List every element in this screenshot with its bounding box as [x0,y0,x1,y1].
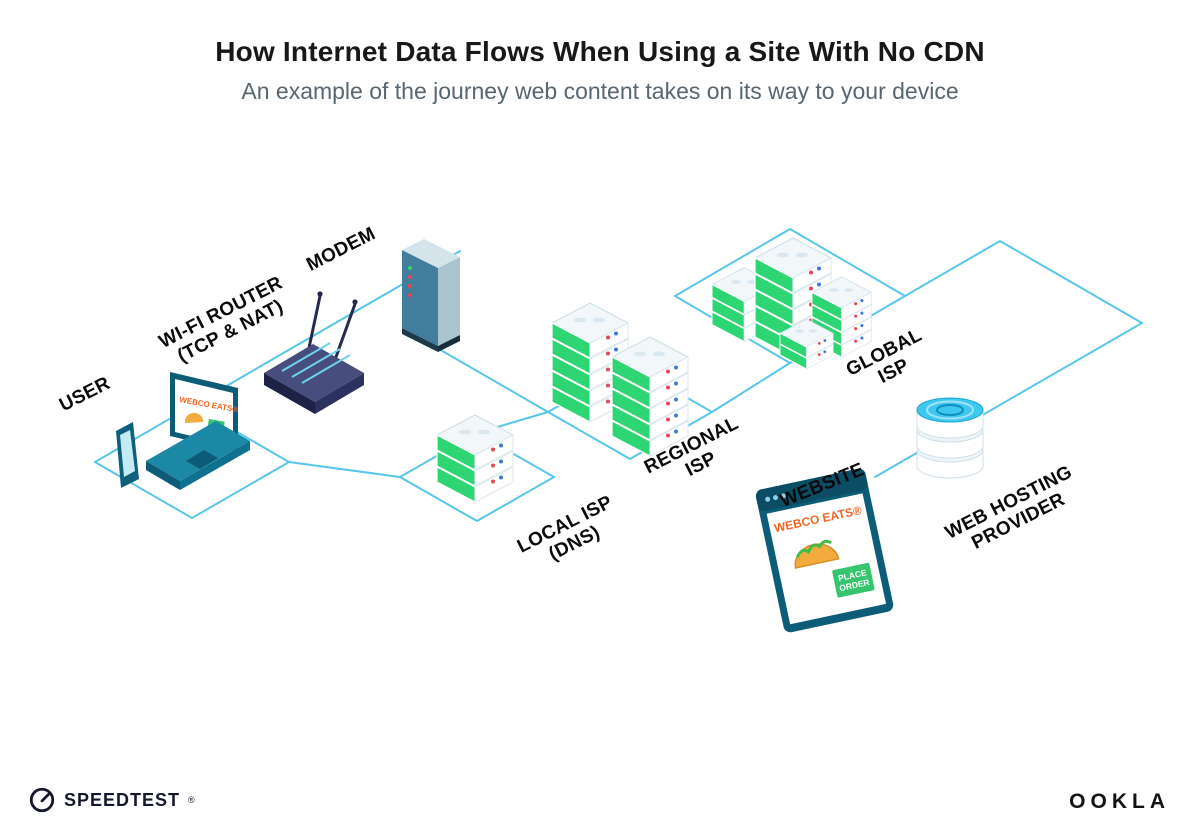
modem-led-red-3 [408,293,412,297]
line-modem-regional [431,344,549,413]
ookla-logo: OOKLA [1069,790,1170,813]
modem-led-green [408,266,412,270]
regional-stack-right [611,336,689,457]
page-subtitle: An example of the journey web content ta… [241,78,959,104]
regional-isp-illustration [551,302,689,457]
line-global-hosting-website [874,240,1143,478]
speedtest-wordmark: SPEEDTEST [64,789,181,810]
speedtest-logo: SPEEDTEST ® [28,786,195,814]
line-user-diamond [94,405,290,519]
page-title: How Internet Data Flows When Using a Sit… [215,36,985,67]
browser-window-dots [765,493,786,502]
modem-illustration [402,239,460,352]
laptop-icon: WEBCO EATS® [146,372,250,490]
speedtest-gauge-icon [29,787,55,813]
wifi-router-illustration [264,291,364,414]
web-hosting-illustration [916,397,984,479]
modem-led-red-2 [408,284,412,288]
line-user-router-modem [94,250,461,463]
laptop-screen-taco [185,412,204,423]
speedtest-trademark: ® [188,795,195,805]
user-device-illustration: WEBCO EATS® [116,372,250,490]
local-isp-illustration [436,414,514,503]
global-isp-illustration [711,237,872,370]
place-order-button: PLACE ORDER [832,562,875,598]
phone-icon [116,422,139,488]
line-regional-global [711,362,791,413]
line-user-localisp [288,461,401,478]
website-illustration: WEBCO EATS® PLACE ORDER [755,468,894,633]
modem-led-red-1 [408,275,412,279]
website-taco [794,539,840,569]
